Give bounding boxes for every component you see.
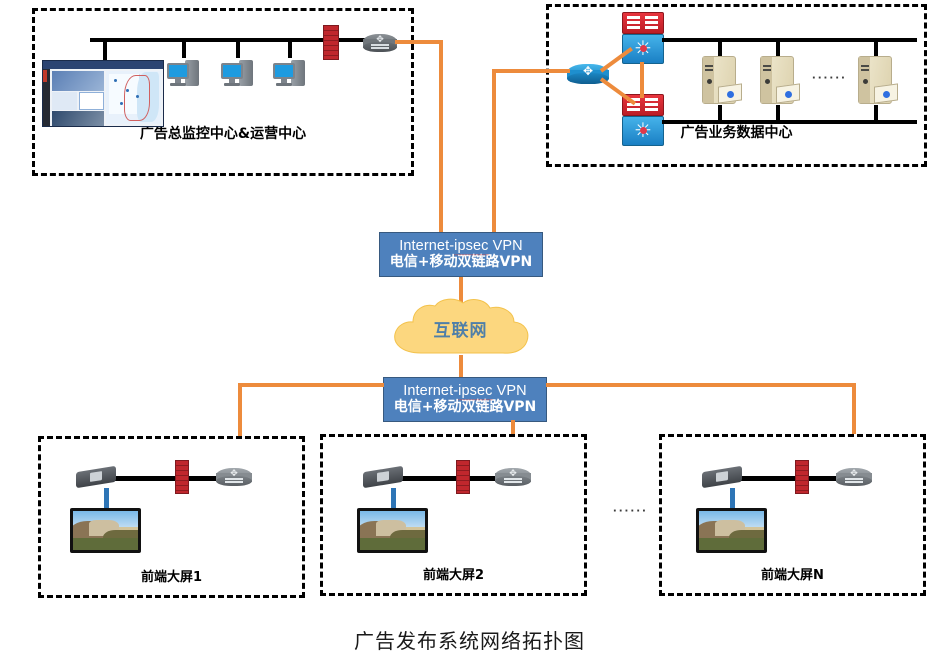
dashboard-sidebar: [43, 69, 50, 126]
wan-link-noc-router-vertical: [439, 40, 443, 232]
diagram-caption: 广告发布系统网络拓扑图: [354, 629, 585, 653]
lan-link-screen-1: [106, 476, 222, 481]
lan-drop-pc3: [288, 40, 292, 58]
desktop-pc-2: [221, 58, 259, 88]
server-2: [752, 52, 804, 108]
hdmi-cable-n: [730, 488, 735, 510]
desktop-pc-1: [167, 58, 205, 88]
wan-link-dist-left-horizontal: [238, 383, 384, 387]
wan-link-cloud-to-vpn-bottom: [459, 355, 463, 377]
vpn-box-bottom-line2: 电信+移动双链路VPN: [393, 398, 537, 415]
dashboard-canvas: [50, 69, 163, 126]
vpn-box-bottom-line1: Internet-ipsec VPN: [403, 383, 527, 401]
zone-screen-2-label: 前端大屏2: [422, 568, 485, 583]
wan-link-dist-left-vertical: [238, 383, 242, 473]
hdmi-cable-2: [391, 488, 396, 510]
firewall-screen-1: [175, 460, 189, 494]
router-screen-1: ✥: [216, 464, 252, 489]
media-player-2: [363, 464, 405, 491]
media-player-n: [702, 464, 744, 491]
firewall-noc: [323, 25, 339, 60]
vpn-box-bottom: Internet-ipsec VPN 电信+移动双链路VPN: [383, 377, 547, 422]
lan-drop-pc2: [236, 40, 240, 58]
vpn-box-top-line2: 电信+移动双链路VPN: [389, 253, 533, 270]
lan-drop-server1-top: [718, 40, 722, 56]
server-1: [694, 52, 746, 108]
zone-screen-n-label: 前端大屏N: [761, 568, 824, 583]
lan-link-screen-n: [733, 476, 851, 481]
lan-drop-pc1: [182, 40, 186, 58]
wan-link-dist-right-vertical: [852, 383, 856, 473]
large-screen-display-n: [696, 508, 767, 553]
lan-link-switch-top-to-bus: [662, 38, 672, 42]
firewall-screen-2: [456, 460, 470, 494]
wan-link-switch-stack-interconnect: [640, 62, 644, 98]
router-noc: ✥: [363, 30, 397, 54]
dashboard-sidebar-active: [43, 70, 47, 82]
router-datacenter: ✥: [567, 60, 609, 88]
vpn-box-top: Internet-ipsec VPN 电信+移动双链路VPN: [379, 232, 543, 277]
zone-data-center-label: 广告业务数据中心: [680, 125, 793, 141]
lan-bus-dc-bottom: [665, 120, 917, 124]
lan-drop-server2-bottom: [776, 105, 780, 123]
wan-link-dist-right-horizontal: [546, 383, 856, 387]
server-3: [850, 52, 902, 108]
lan-link-switch-bottom-to-bus: [662, 120, 672, 124]
media-player-1: [76, 464, 118, 491]
wan-link-dc-router-vertical: [492, 69, 496, 232]
wan-link-dc-router-horizontal: [492, 69, 570, 73]
server-ellipsis: ······: [812, 70, 847, 85]
hdmi-cable-1: [104, 488, 109, 510]
internet-cloud: 互联网: [387, 297, 534, 361]
lan-drop-dashboard: [103, 40, 107, 62]
zone-screen-n: 前端大屏N: [659, 434, 926, 596]
lan-link-screen-2: [395, 476, 511, 481]
internet-cloud-label: 互联网: [433, 321, 488, 341]
desktop-pc-3: [273, 58, 311, 88]
lan-drop-server1-bottom: [718, 105, 722, 123]
large-screen-display-2: [357, 508, 428, 553]
lan-drop-server3-bottom: [874, 105, 878, 123]
router-screen-2: ✥: [495, 464, 531, 489]
lan-drop-server3-top: [874, 40, 878, 56]
router-screen-n: ✥: [836, 464, 872, 489]
wan-link-noc-router-horizontal: [395, 40, 443, 44]
wan-link-vpn-top-to-cloud: [459, 277, 463, 303]
lan-drop-server2-top: [776, 40, 780, 56]
spellcheck-underline: ipsec: [454, 238, 489, 256]
screen-zone-ellipsis: ······: [613, 503, 648, 518]
vpn-box-top-line1: Internet-ipsec VPN: [399, 238, 523, 256]
lan-bus-noc: [90, 38, 370, 42]
zone-screen-1-label: 前端大屏1: [140, 570, 203, 585]
switch-stack-top: ✳: [622, 12, 664, 64]
lan-bus-dc-top: [665, 38, 917, 42]
spellcheck-underline-bottom: ipsec: [458, 383, 493, 401]
video-wall-dashboard: [42, 60, 164, 127]
large-screen-display-1: [70, 508, 141, 553]
dashboard-titlebar: [43, 61, 163, 69]
cloud-shape: [394, 298, 529, 354]
firewall-screen-n: [795, 460, 809, 494]
zone-monitoring-center-label: 广告总监控中心&运营中心: [139, 126, 307, 142]
